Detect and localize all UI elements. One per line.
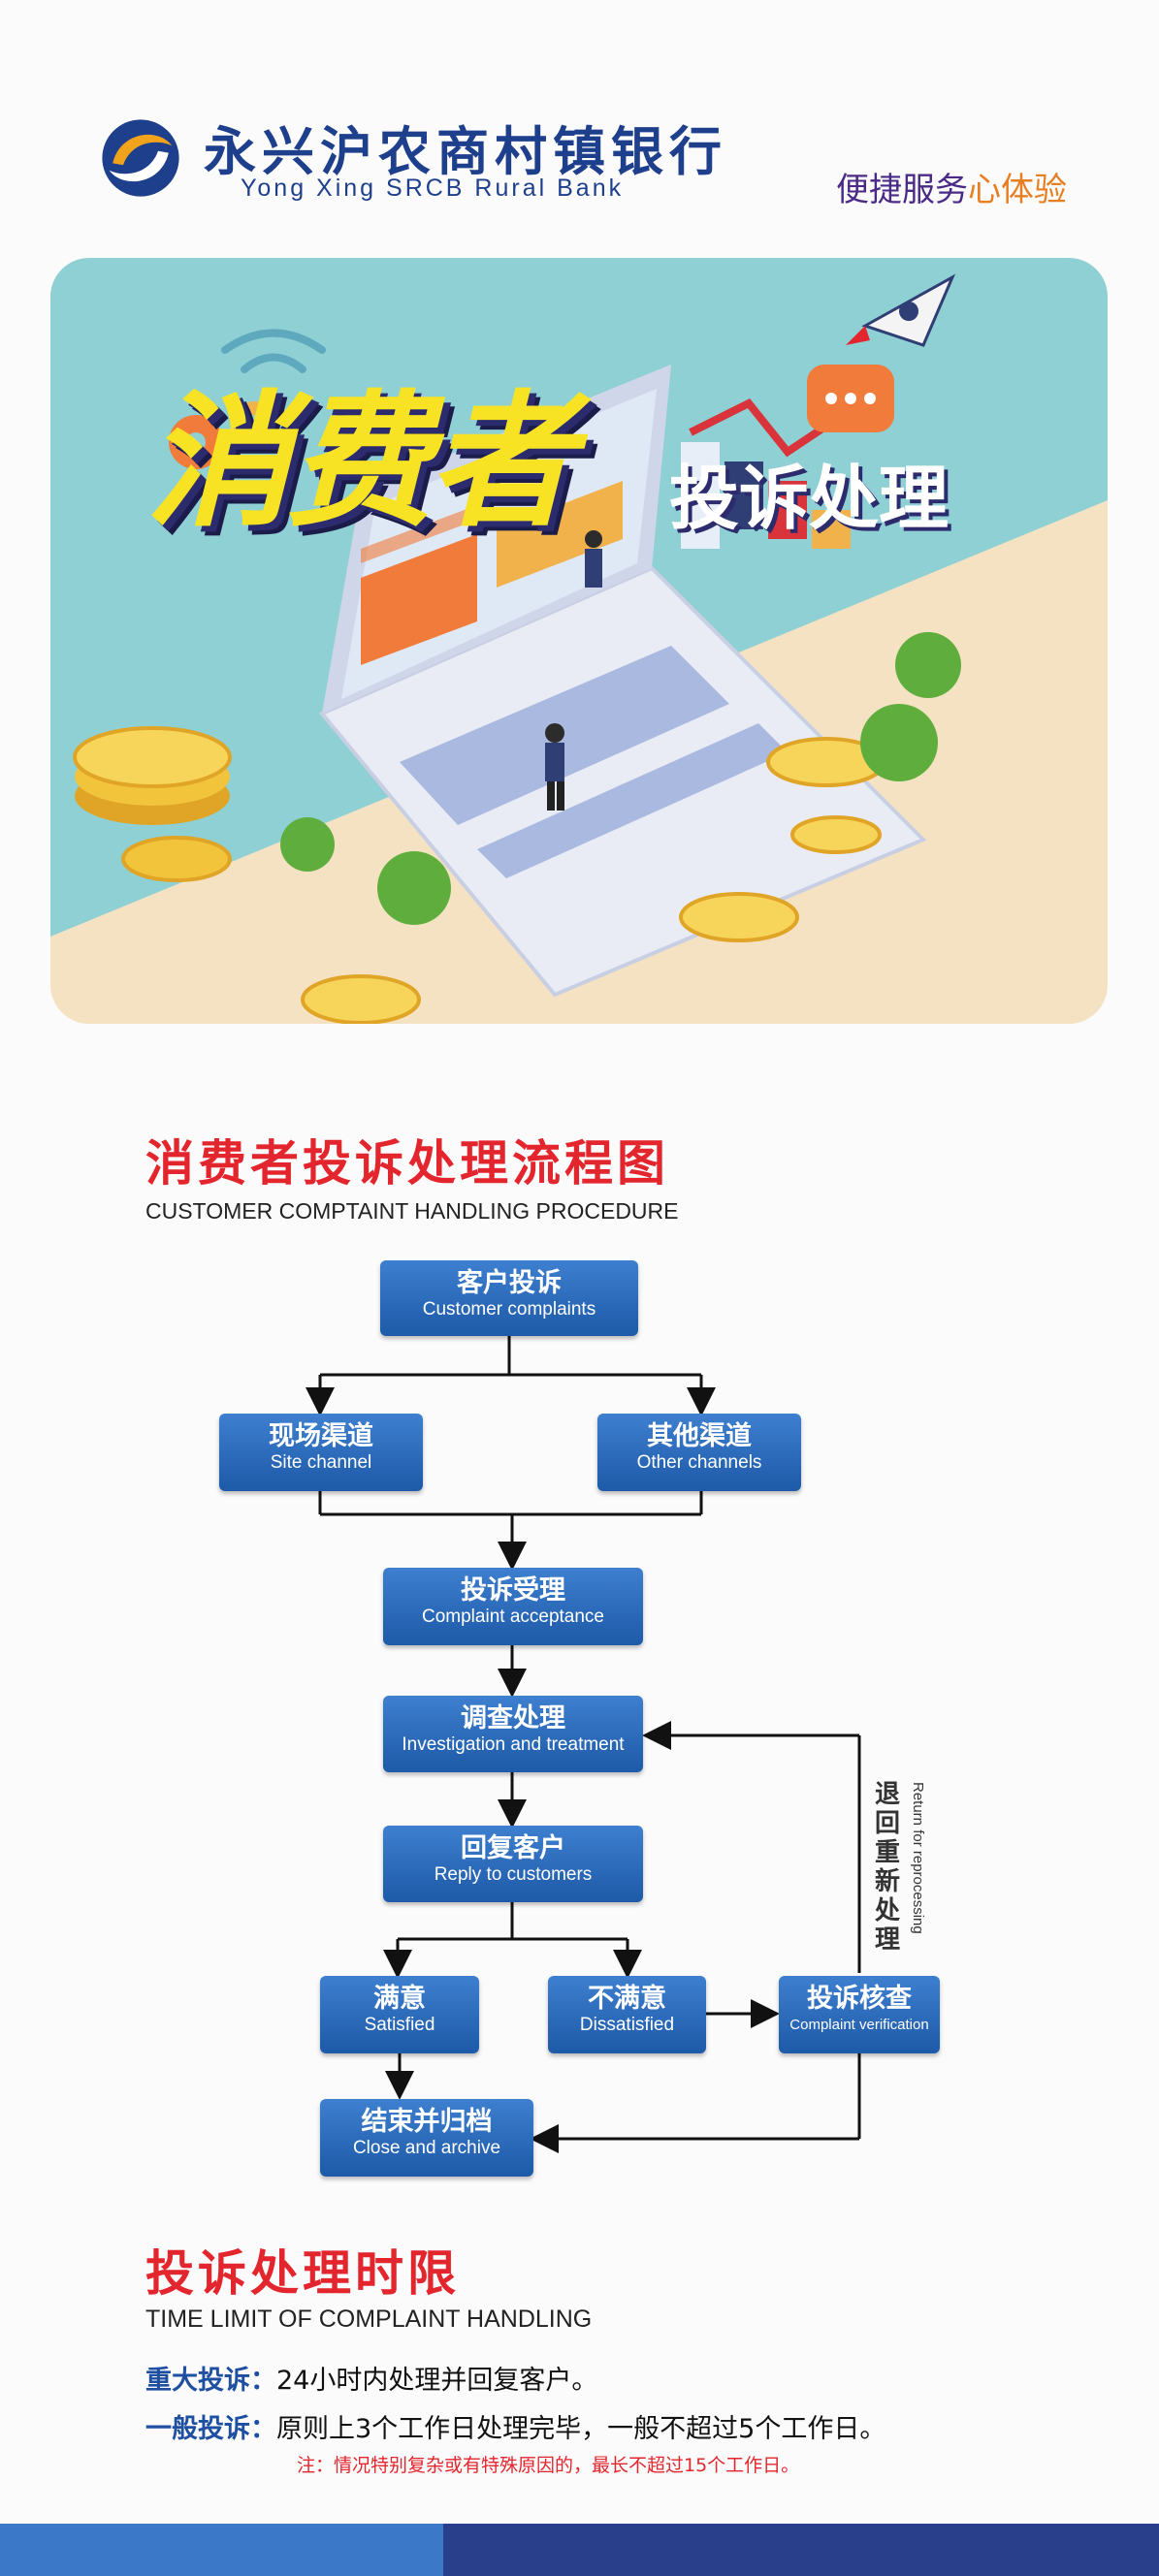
person-icon bbox=[545, 530, 602, 811]
step-label-en: Site channel bbox=[270, 1452, 372, 1473]
flowchart-subtitle: CUSTOMER COMPTAINT HANDLING PROCEDURE bbox=[145, 1198, 679, 1224]
step-customer-complaints: 客户投诉 Customer complaints bbox=[380, 1260, 638, 1336]
hero-illustration bbox=[50, 258, 1108, 1024]
step-label-cn: 现场渠道 bbox=[269, 1421, 373, 1451]
step-label-cn: 投诉核查 bbox=[807, 1984, 912, 2014]
coin-stack-icon bbox=[73, 726, 886, 1024]
step-close-archive: 结束并归档 Close and archive bbox=[320, 2099, 533, 2177]
step-label-cn: 投诉受理 bbox=[461, 1575, 565, 1606]
step-complaint-verification: 投诉核查 Complaint verification bbox=[779, 1976, 940, 2053]
bank-logo-icon bbox=[102, 119, 179, 197]
footer-bar-right bbox=[443, 2524, 1159, 2576]
step-label-en: Satisfied bbox=[364, 2015, 435, 2035]
step-label-en: Investigation and treatment bbox=[402, 1734, 625, 1755]
step-label-cn: 不满意 bbox=[588, 1984, 666, 2014]
step-reply-customers: 回复客户 Reply to customers bbox=[383, 1826, 643, 1902]
hero-subtitle: 投诉处理 bbox=[669, 458, 950, 539]
slogan-part1: 便捷服务 bbox=[836, 171, 968, 209]
step-label-cn: 结束并归档 bbox=[361, 2107, 493, 2137]
time-limit-title: 投诉处理时限 bbox=[145, 2245, 460, 2302]
hero-title: 消费者 bbox=[145, 378, 574, 547]
step-label-en: Complaint verification bbox=[789, 2017, 929, 2033]
step-complaint-acceptance: 投诉受理 Complaint acceptance bbox=[383, 1568, 643, 1645]
bar-chart-icon bbox=[681, 398, 851, 549]
return-label-en: Return for reprocessing bbox=[909, 1782, 928, 1937]
return-label-cn: 退回重新处理 bbox=[874, 1780, 900, 1955]
step-site-channel: 现场渠道 Site channel bbox=[219, 1414, 423, 1491]
step-dissatisfied: 不满意 Dissatisfied bbox=[548, 1976, 706, 2053]
return-label-en-text: Return for reprocessing bbox=[910, 1782, 926, 1934]
step-label-en: Complaint acceptance bbox=[422, 1606, 604, 1627]
general-complaint-rule: 一般投诉：原则上3个工作日处理完毕，一般不超过5个工作日。 bbox=[145, 2407, 885, 2445]
bank-name-cn: 永兴沪农商村镇银行 bbox=[204, 120, 727, 182]
chat-bubble-icon bbox=[807, 365, 894, 432]
general-complaint-label: 一般投诉： bbox=[145, 2414, 276, 2444]
slogan-part2: 心体验 bbox=[968, 171, 1067, 209]
step-label-en: Dissatisfied bbox=[579, 2015, 675, 2035]
laptop-icon bbox=[318, 365, 927, 998]
step-other-channels: 其他渠道 Other channels bbox=[597, 1414, 801, 1491]
wifi-icon bbox=[221, 329, 326, 373]
major-complaint-rule: 重大投诉：24小时内处理并回复客户。 bbox=[145, 2359, 597, 2397]
step-label-cn: 客户投诉 bbox=[457, 1268, 562, 1298]
step-label-cn: 回复客户 bbox=[461, 1833, 565, 1863]
time-limit-subtitle: TIME LIMIT OF COMPLAINT HANDLING bbox=[145, 2306, 593, 2333]
step-label-en: Customer complaints bbox=[422, 1299, 596, 1320]
flowchart-title: 消费者投诉处理流程图 bbox=[145, 1135, 669, 1192]
step-label-en: Close and archive bbox=[352, 2138, 501, 2158]
bank-name-en: Yong Xing SRCB Rural Bank bbox=[241, 175, 625, 202]
step-investigation: 调查处理 Investigation and treatment bbox=[383, 1696, 643, 1772]
step-label-cn: 满意 bbox=[373, 1984, 426, 2014]
time-limit-note: 注：情况特别复杂或有特殊原因的，最长不超过15个工作日。 bbox=[297, 2455, 800, 2476]
step-label-en: Other channels bbox=[636, 1452, 762, 1473]
major-complaint-text: 24小时内处理并回复客户。 bbox=[276, 2366, 598, 2396]
rocket-icon bbox=[846, 273, 956, 347]
slogan: 便捷服务心体验 bbox=[836, 163, 1067, 210]
major-complaint-label: 重大投诉： bbox=[145, 2366, 276, 2396]
step-satisfied: 满意 Satisfied bbox=[320, 1976, 479, 2053]
general-complaint-text: 原则上3个工作日处理完毕，一般不超过5个工作日。 bbox=[276, 2414, 886, 2444]
footer-bar-left bbox=[0, 2524, 443, 2576]
step-label-cn: 其他渠道 bbox=[647, 1421, 752, 1451]
step-label-cn: 调查处理 bbox=[461, 1703, 565, 1733]
gear-icon bbox=[169, 401, 275, 469]
tree-icon bbox=[280, 632, 961, 925]
step-label-en: Reply to customers bbox=[434, 1864, 593, 1885]
